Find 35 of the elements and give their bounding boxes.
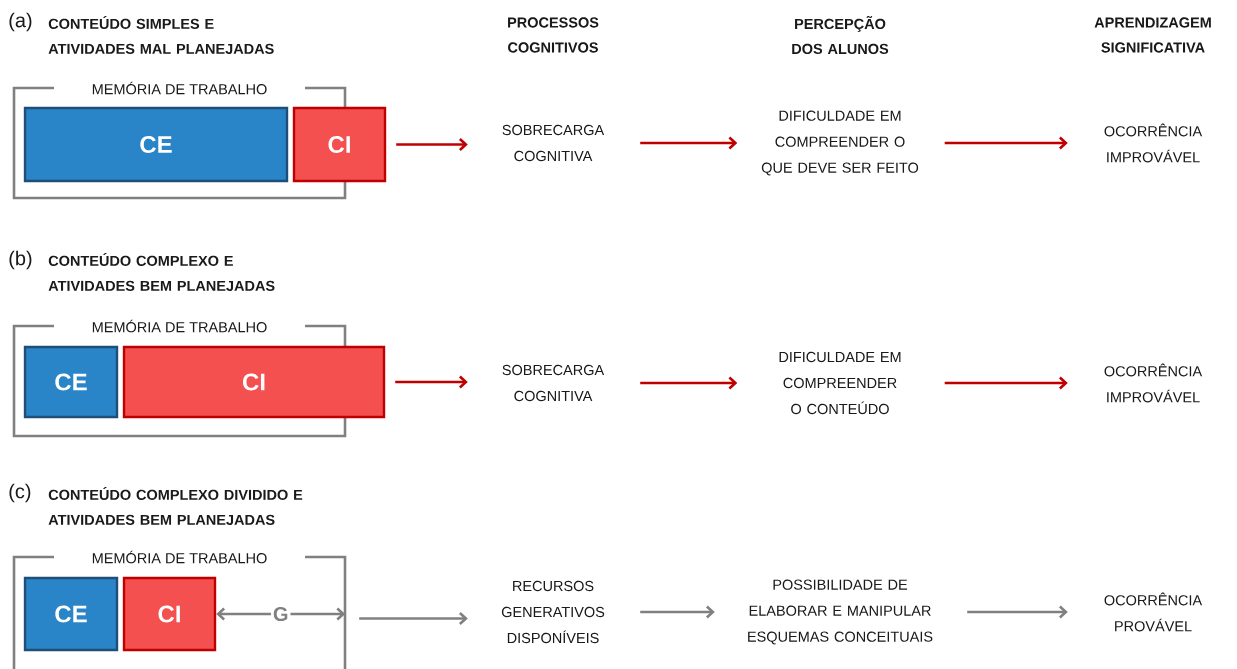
stage-text: POSSIBILIDADE DE ELABORAR E MANIPULAR ESQUEMAS CONCEITUAIS (748, 579, 933, 645)
ce-box: CE (23, 106, 289, 183)
panel-heading: CONTEÚDO COMPLEXO E ATIVIDADES BEM PLANEJADAS (48, 253, 275, 291)
ce-box: CE (23, 576, 119, 652)
panel-heading: CONTEÚDO SIMPLES E ATIVIDADES MAL PLANEJADAS (48, 16, 274, 54)
stage-text: OCORRÊNCIA IMPROVÁVEL (1104, 123, 1203, 163)
arrow (967, 605, 1068, 619)
panel-letter: (b) (9, 250, 32, 270)
arrow (359, 612, 468, 625)
column-heading: PROCESSOS COGNITIVOS (508, 17, 599, 53)
stage-text: OCORRÊNCIA IMPROVÁVEL (1104, 363, 1203, 403)
ci-box: CI (122, 576, 217, 652)
stage-text: OCORRÊNCIA PROVÁVEL (1104, 592, 1203, 632)
arrow (944, 376, 1068, 390)
ci-box: CI (292, 106, 387, 183)
ce-box: CE (23, 345, 119, 419)
panel-heading: CONTEÚDO COMPLEXO DIVIDIDO E ATIVIDADES BEM PLANEJADAS (48, 487, 303, 525)
arrow (640, 376, 738, 390)
ci-box: CI (122, 345, 386, 419)
arrow (395, 375, 468, 389)
column-heading: APRENDIZAGEM SIGNIFICATIVA (1094, 17, 1211, 53)
arrow (216, 607, 346, 621)
panel-letter: (c) (9, 483, 31, 503)
stage-text: SOBRECARGA COGNITIVA (502, 364, 605, 402)
stage-text: DIFICULDADE EM COMPREENDER O QUE DEVE SER FEITO (761, 110, 919, 176)
arrow (640, 136, 738, 150)
stage-text: DIFICULDADE EM COMPREENDER O CONTEÚDO (779, 351, 901, 415)
column-heading: PERCEPÇÃO DOS ALUNOS (792, 15, 889, 54)
stage-text: SOBRECARGA COGNITIVA (502, 124, 605, 162)
arrow (396, 138, 468, 151)
arrow (640, 605, 715, 619)
edge-label: G (273, 606, 288, 622)
stage-text: RECURSOS GENERATIVOS DISPONÍVEIS (501, 580, 605, 644)
panel-letter: (a) (9, 12, 32, 32)
arrow (944, 136, 1068, 150)
